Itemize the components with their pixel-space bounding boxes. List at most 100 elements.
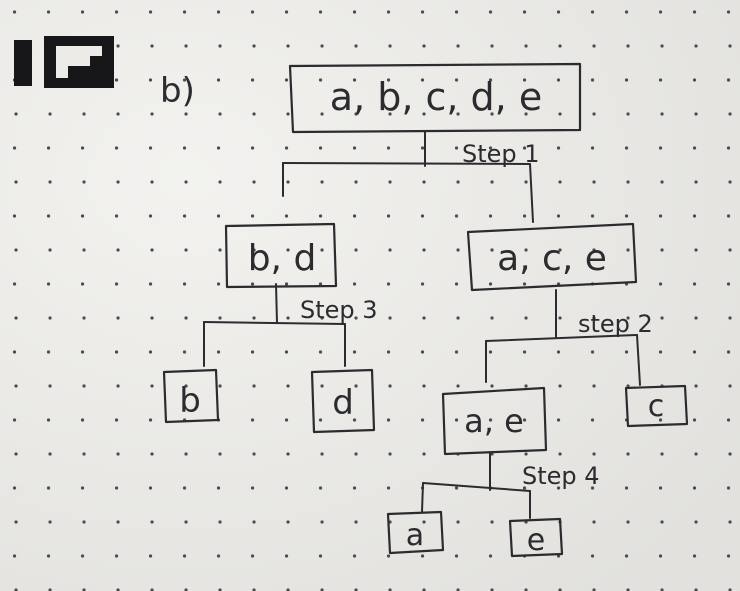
grid-dot	[454, 554, 459, 558]
grid-dot	[658, 10, 663, 14]
grid-dot	[692, 486, 697, 490]
grid-dot	[590, 78, 595, 82]
grid-dot	[218, 248, 222, 252]
grid-dot	[726, 282, 731, 286]
grid-dot	[318, 282, 323, 286]
grid-dot	[558, 588, 562, 591]
grid-dot	[626, 112, 630, 116]
grid-dot	[726, 78, 731, 82]
grid-dot	[726, 214, 731, 218]
grid-dot	[420, 78, 425, 82]
grid-dot	[422, 248, 426, 252]
grid-dot	[624, 214, 629, 218]
grid-dot	[352, 418, 357, 422]
grid-dot	[82, 520, 86, 524]
grid-dot	[150, 588, 154, 591]
grid-dot	[148, 418, 153, 422]
grid-dot	[216, 350, 221, 354]
grid-dot	[80, 418, 85, 422]
grid-dot	[182, 214, 187, 218]
grid-dot	[12, 418, 17, 422]
grid-dot	[80, 282, 85, 286]
grid-dot	[184, 180, 188, 184]
tree-node-d: d	[310, 368, 376, 434]
grid-dot	[286, 44, 290, 48]
grid-dot	[658, 350, 663, 354]
step-3-label: Step 3	[300, 296, 378, 324]
grid-dot	[250, 214, 255, 218]
grid-dot	[490, 520, 494, 524]
grid-dot	[80, 554, 85, 558]
section-label: b)	[160, 71, 195, 111]
grid-dot	[490, 44, 494, 48]
grid-dot	[182, 10, 187, 14]
grid-dot	[48, 316, 52, 320]
grid-dot	[692, 10, 697, 14]
grid-dot	[354, 44, 358, 48]
grid-dot	[488, 350, 493, 354]
grid-dot	[694, 248, 698, 252]
grid-dot	[286, 384, 290, 388]
grid-dot	[422, 44, 426, 48]
grid-dot	[694, 112, 698, 116]
link-bd-bar	[203, 321, 346, 325]
grid-dot	[728, 316, 732, 320]
grid-dot	[320, 112, 324, 116]
grid-dot	[352, 146, 357, 150]
grid-dot	[182, 282, 187, 286]
step-1-label: Step 1	[462, 140, 540, 168]
grid-dot	[116, 384, 120, 388]
grid-dot	[12, 282, 17, 286]
grid-dot	[114, 350, 119, 354]
grid-dot	[116, 180, 120, 184]
grid-dot	[320, 316, 324, 320]
grid-dot	[114, 10, 119, 14]
grid-dot	[592, 180, 596, 184]
grid-dot	[284, 282, 289, 286]
grid-dot	[116, 44, 120, 48]
grid-dot	[82, 316, 86, 320]
grid-dot	[148, 146, 153, 150]
grid-dot	[556, 350, 561, 354]
grid-dot	[388, 112, 392, 116]
grid-dot	[692, 78, 697, 82]
grid-dot	[284, 486, 289, 490]
grid-dot	[218, 520, 222, 524]
grid-dot	[388, 316, 392, 320]
grid-dot	[252, 180, 256, 184]
grid-dot	[216, 282, 221, 286]
grid-dot	[46, 554, 51, 558]
grid-dot	[728, 384, 732, 388]
grid-dot	[184, 44, 188, 48]
grid-dot	[556, 10, 561, 14]
grid-dot	[148, 486, 153, 490]
grid-dot	[420, 418, 425, 422]
grid-dot	[114, 78, 119, 82]
grid-dot	[386, 350, 391, 354]
grid-dot	[692, 554, 697, 558]
grid-dot	[728, 588, 732, 591]
grid-dot	[148, 554, 153, 558]
grid-dot	[252, 112, 256, 116]
grid-dot	[82, 384, 86, 388]
grid-dot	[420, 350, 425, 354]
grid-dot	[148, 78, 153, 82]
grid-dot	[626, 588, 630, 591]
grid-dot	[624, 10, 629, 14]
grid-dot	[150, 520, 154, 524]
tree-node-root: a, b, c, d, e	[288, 62, 582, 134]
grid-dot	[80, 486, 85, 490]
grid-dot	[184, 588, 188, 591]
grid-dot	[14, 588, 18, 591]
grid-dot	[354, 112, 358, 116]
grid-dot	[692, 350, 697, 354]
grid-dot	[456, 44, 460, 48]
grid-dot	[488, 282, 493, 286]
grid-dot	[456, 316, 460, 320]
grid-dot	[422, 384, 426, 388]
grid-dot	[522, 418, 527, 422]
grid-dot	[456, 180, 460, 184]
node-ace-label: a, c, e	[497, 238, 607, 279]
link-to-c	[636, 334, 641, 386]
grid-dot	[354, 316, 358, 320]
